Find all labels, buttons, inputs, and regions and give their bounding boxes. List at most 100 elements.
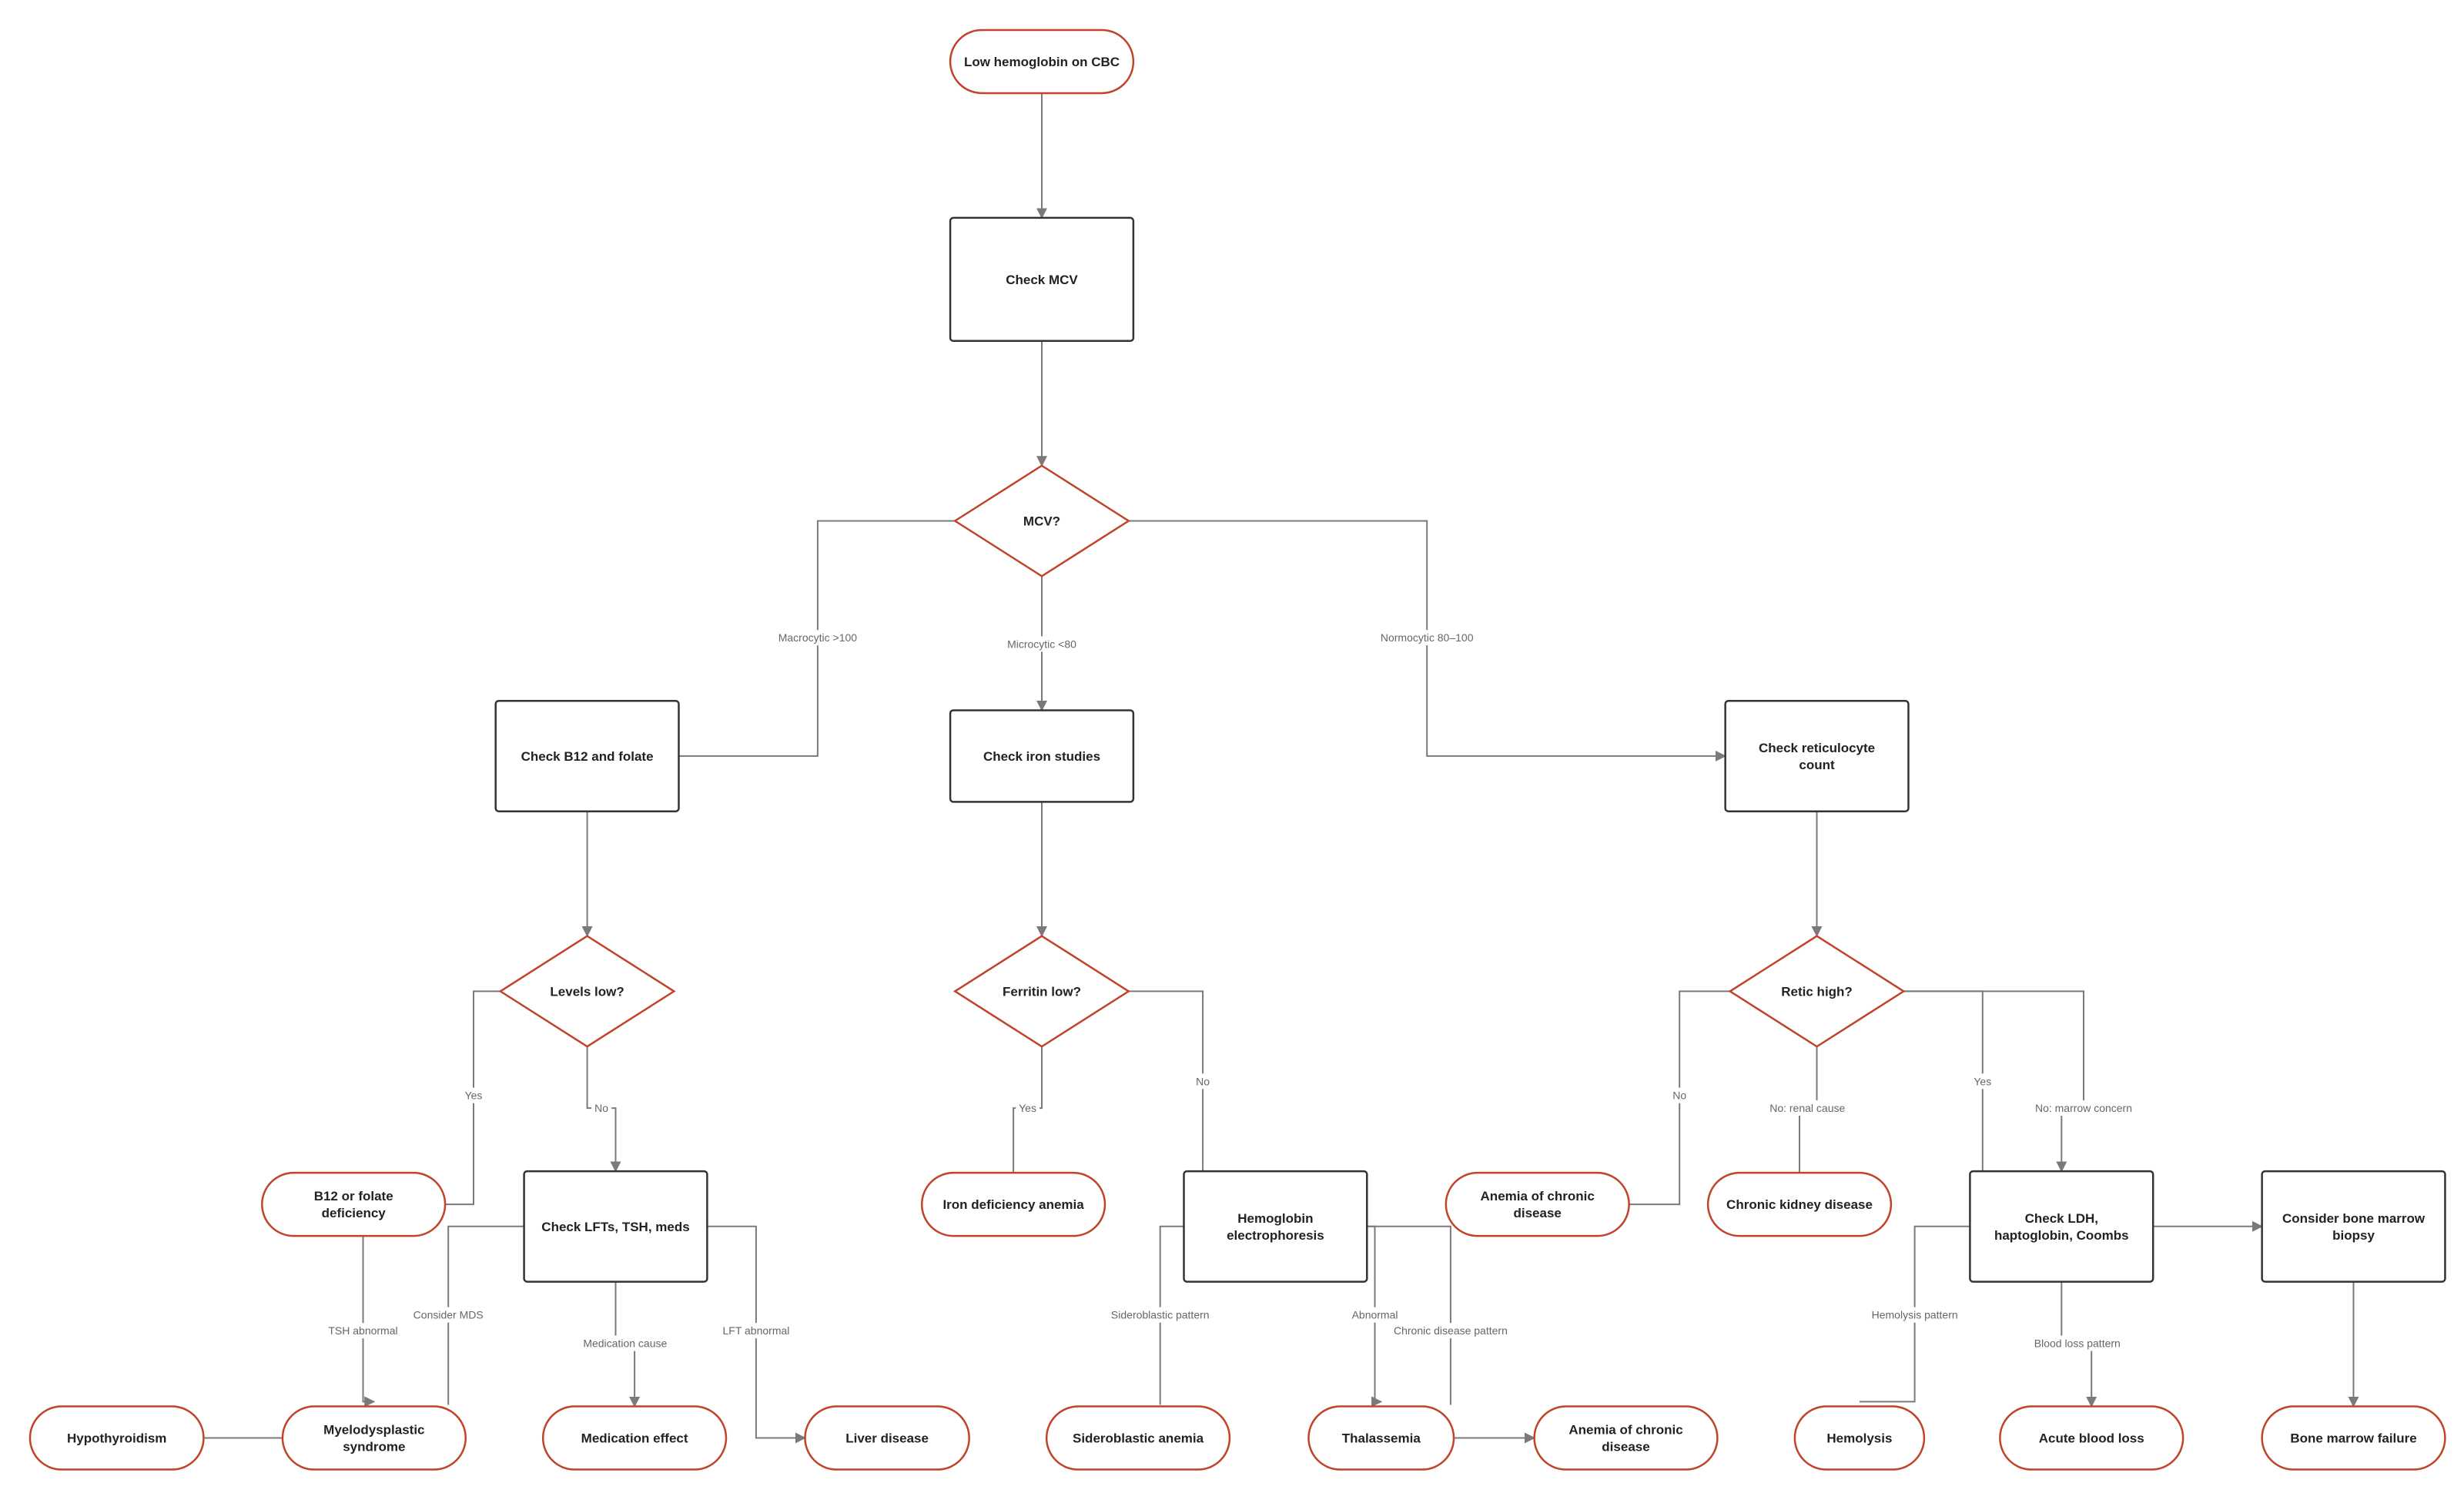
edge-label-text: LFT abnormal [722, 1324, 789, 1337]
edge-label-text: TSH abnormal [328, 1324, 397, 1337]
node-thal[interactable]: Thalassemia [1307, 1405, 1455, 1471]
terminal-pill [2261, 1405, 2446, 1471]
edge-label: No: marrow concern [2031, 1100, 2136, 1116]
terminal-pill [541, 1405, 728, 1471]
node-ferritin[interactable]: Ferritin low? [952, 935, 1131, 1048]
edge-label: Macrocytic >100 [775, 630, 861, 646]
process-box [949, 216, 1135, 343]
node-retic[interactable]: Check reticulocyte count [1724, 699, 1910, 812]
node-check-mcv[interactable]: Check MCV [949, 216, 1135, 343]
node-label: Hypothyroidism [67, 1431, 166, 1446]
node-iron[interactable]: Check iron studies [949, 709, 1135, 803]
terminal-pill [1445, 1171, 1630, 1237]
node-sideroblastic[interactable]: Sideroblastic anemia [1045, 1405, 1231, 1471]
node-label: Consider bone marrow [2282, 1211, 2426, 1226]
node-label: Acute blood loss [2039, 1431, 2144, 1446]
node-label: count [1799, 758, 1835, 772]
edge-label-text: No: renal cause [1769, 1102, 1845, 1114]
edge-label-text: Chronic disease pattern [1394, 1324, 1508, 1337]
node-ldh[interactable]: Check LDH, haptoglobin, Coombs [1969, 1170, 2154, 1283]
node-label: Check reticulocyte [1759, 741, 1875, 755]
edge-label: No [591, 1100, 612, 1116]
terminal-pill [28, 1405, 205, 1471]
terminal-pill [1706, 1171, 1893, 1237]
node-ckd[interactable]: Chronic kidney disease [1706, 1171, 1893, 1237]
decision-diamond [1728, 935, 1906, 1048]
edge-label-text: Normocytic 80–100 [1381, 631, 1474, 644]
process-box [2261, 1170, 2446, 1283]
node-bm-failure[interactable]: Bone marrow failure [2261, 1405, 2446, 1471]
node-label: Hemoglobin [1237, 1211, 1313, 1226]
edge-label-text: No [1196, 1075, 1210, 1087]
terminal-pill [920, 1171, 1106, 1237]
decision-diamond [952, 464, 1131, 577]
node-label: Medication effect [581, 1431, 688, 1446]
edge-label: LFT abnormal [719, 1323, 793, 1339]
edge-label: Consider MDS [410, 1307, 487, 1323]
process-box [523, 1170, 708, 1283]
node-label: Thalassemia [1342, 1431, 1421, 1446]
node-label: Chronic kidney disease [1726, 1197, 1873, 1212]
edge-label: Chronic disease pattern [1391, 1323, 1511, 1339]
node-hb-electro[interactable]: Hemoglobin electrophoresis [1183, 1170, 1368, 1283]
node-label: electrophoresis [1227, 1228, 1324, 1243]
process-box [1183, 1170, 1368, 1283]
node-hemolysis[interactable]: Hemolysis [1793, 1405, 1926, 1471]
node-mcv[interactable]: MCV? [952, 464, 1131, 577]
node-label: Hemolysis [1826, 1431, 1892, 1446]
node-label: Check LFTs, TSH, meds [541, 1220, 689, 1234]
process-box [1724, 699, 1910, 812]
node-label: syndrome [343, 1440, 405, 1455]
edge-label: Normocytic 80–100 [1377, 630, 1477, 646]
terminal-pill [261, 1171, 447, 1237]
edge-label: Blood loss pattern [2030, 1335, 2124, 1351]
node-label: Anemia of chronic [1568, 1423, 1682, 1438]
node-start[interactable]: Low hemoglobin on CBC [949, 28, 1135, 95]
edge-label-text: Yes [1019, 1102, 1036, 1114]
edge-label: TSH abnormal [325, 1323, 401, 1339]
terminal-pill [281, 1405, 467, 1471]
node-levels[interactable]: Levels low? [498, 935, 676, 1048]
node-label: MCV? [1023, 514, 1060, 529]
node-label: Check LDH, [2025, 1211, 2098, 1226]
node-ida[interactable]: Iron deficiency anemia [920, 1171, 1106, 1237]
node-blood-loss[interactable]: Acute blood loss [1999, 1405, 2184, 1471]
terminal-pill [1999, 1405, 2184, 1471]
edge-label: Microcytic <80 [1004, 636, 1080, 652]
node-label: deficiency [322, 1206, 387, 1220]
edge-label-text: Hemolysis pattern [1872, 1309, 1958, 1321]
node-label: Liver disease [845, 1431, 929, 1446]
edge-label-text: Microcytic <80 [1007, 638, 1076, 650]
terminal-pill [1307, 1405, 1455, 1471]
node-label: Low hemoglobin on CBC [964, 55, 1120, 69]
edge-label-text: Abnormal [1352, 1309, 1398, 1321]
edge-label-text: No [594, 1102, 608, 1114]
node-med-effect[interactable]: Medication effect [541, 1405, 728, 1471]
node-b12[interactable]: Check B12 and folate [494, 699, 680, 812]
node-label: Anemia of chronic [1481, 1189, 1595, 1203]
node-label: Levels low? [550, 984, 624, 999]
node-label: Check MCV [1006, 273, 1078, 287]
terminal-pill [804, 1405, 970, 1471]
node-hypothyroid[interactable]: Hypothyroidism [28, 1405, 205, 1471]
edge-label: Yes [461, 1087, 486, 1103]
process-box [1969, 1170, 2154, 1283]
node-label: Check B12 and folate [521, 749, 654, 764]
edge-lfts-to-mds [362, 1236, 376, 1408]
edge-label: No [1193, 1073, 1214, 1090]
edge-label: Yes [1016, 1100, 1040, 1116]
terminal-pill [1793, 1405, 1926, 1471]
decision-diamond [498, 935, 676, 1048]
edge-label: Sideroblastic pattern [1107, 1307, 1213, 1323]
node-lfts[interactable]: Check LFTs, TSH, meds [523, 1170, 708, 1283]
edge-label-text: Blood loss pattern [2034, 1337, 2121, 1350]
node-label: haptoglobin, Coombs [1994, 1228, 2129, 1243]
edge-label-text: No [1672, 1090, 1686, 1102]
node-retic-high[interactable]: Retic high? [1728, 935, 1906, 1048]
node-liver[interactable]: Liver disease [804, 1405, 970, 1471]
